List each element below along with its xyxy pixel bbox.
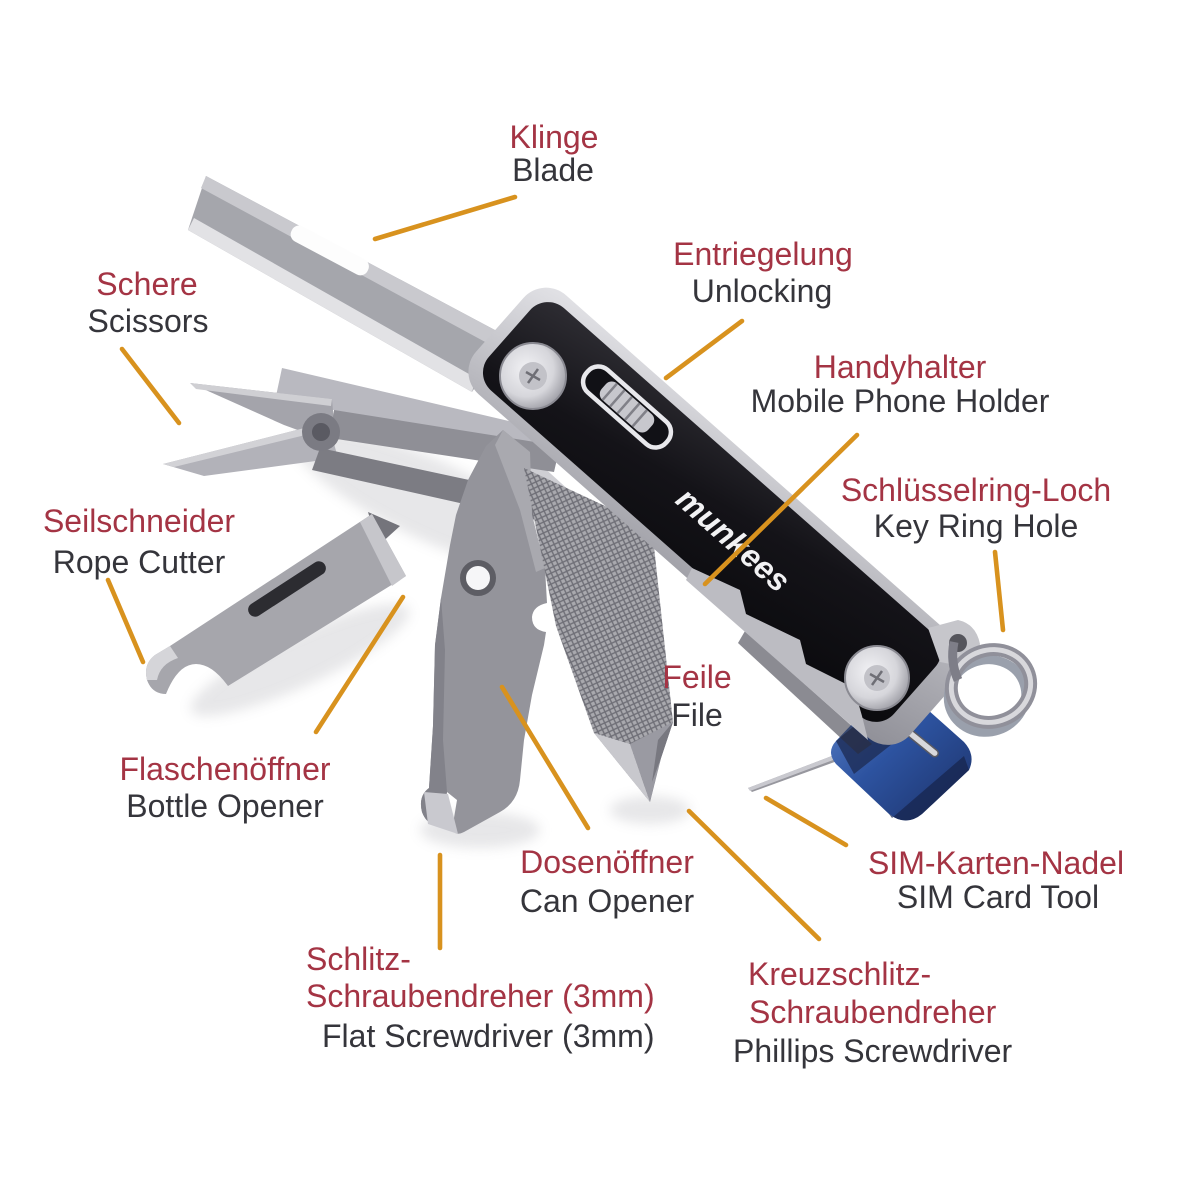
svg-text:Schlitz-: Schlitz- (306, 941, 411, 977)
svg-text:Flaschenöffner: Flaschenöffner (119, 751, 330, 787)
svg-text:Seilschneider: Seilschneider (43, 503, 235, 539)
svg-text:Phillips Screwdriver: Phillips Screwdriver (733, 1033, 1013, 1069)
svg-text:Bottle Opener: Bottle Opener (126, 788, 324, 824)
svg-text:SIM Card Tool: SIM Card Tool (897, 879, 1099, 915)
svg-text:Schraubendreher: Schraubendreher (749, 994, 997, 1030)
svg-text:Kreuzschlitz-: Kreuzschlitz- (748, 956, 931, 992)
svg-text:Mobile Phone Holder: Mobile Phone Holder (751, 383, 1050, 419)
svg-text:Schlüsselring-Loch: Schlüsselring-Loch (841, 472, 1111, 508)
svg-text:Flat Screwdriver (3mm): Flat Screwdriver (3mm) (322, 1018, 654, 1054)
svg-text:SIM-Karten-Nadel: SIM-Karten-Nadel (868, 845, 1124, 881)
svg-text:Scissors: Scissors (88, 303, 209, 339)
svg-text:Dosenöffner: Dosenöffner (520, 844, 694, 880)
svg-text:Klinge: Klinge (510, 119, 599, 155)
svg-text:Schere: Schere (96, 266, 197, 302)
svg-text:Feile: Feile (662, 659, 731, 695)
svg-text:Blade: Blade (512, 152, 594, 188)
svg-text:Handyhalter: Handyhalter (814, 349, 987, 385)
svg-text:Unlocking: Unlocking (692, 273, 833, 309)
svg-text:Can Opener: Can Opener (520, 883, 695, 919)
svg-text:Rope Cutter: Rope Cutter (53, 544, 226, 580)
svg-text:Schraubendreher (3mm): Schraubendreher (3mm) (306, 978, 655, 1014)
svg-text:File: File (671, 697, 723, 733)
svg-text:Entriegelung: Entriegelung (673, 236, 853, 272)
svg-text:Key Ring Hole: Key Ring Hole (874, 508, 1079, 544)
